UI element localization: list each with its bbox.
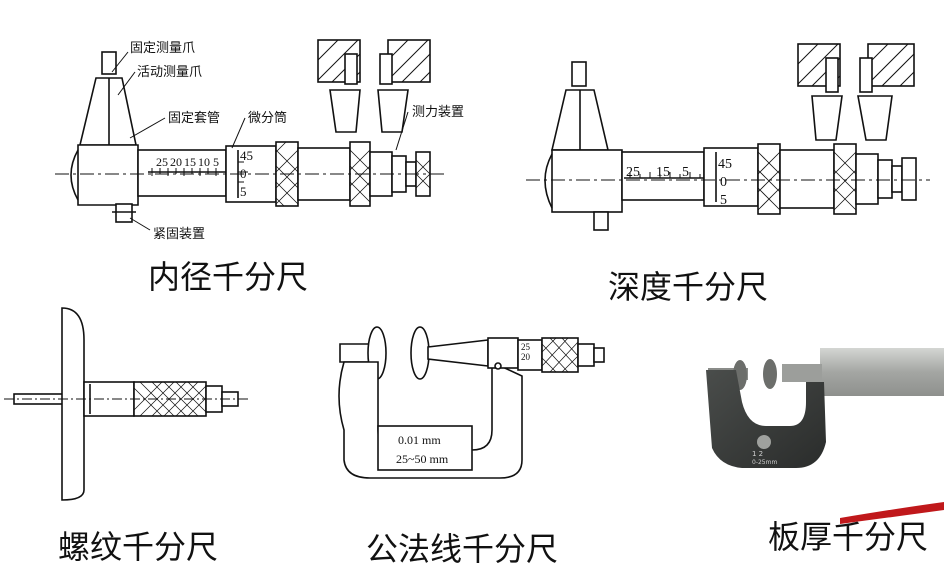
spec-plate [377, 425, 473, 471]
label-ratchet: 测力装置 [412, 105, 464, 120]
depth-micrometer-panel: 25 15 5 45 0 5 深度千分尺 [500, 0, 944, 310]
sheet-micrometer-photo: 1 2 0-25mm [706, 348, 944, 524]
thread-micrometer-panel: 螺纹千分尺 [0, 300, 290, 566]
scale-20: 20 [170, 155, 182, 169]
label-sleeve: 固定套管 [168, 110, 220, 126]
gear-micrometer-title: 公法线千分尺 [366, 530, 559, 568]
sleeve-scale: 25 20 15 10 5 [156, 155, 219, 169]
inner-micrometer-panel: 25 20 15 10 5 45 0 5 [0, 0, 500, 300]
red-swoosh [840, 502, 944, 524]
depth-scale-15: 15 [656, 165, 670, 180]
label-fixed-jaw: 固定测量爪 [130, 41, 195, 56]
depth-thimble [703, 147, 759, 207]
brand-line-2: 0-25mm [752, 459, 777, 466]
scale-15: 15 [184, 155, 196, 169]
inner-micrometer-diagram: 25 20 15 10 5 45 0 5 [55, 39, 464, 242]
gear-micrometer-panel: 25 20 0.01 mm 25~50 mm 公法线千分尺 [300, 300, 630, 568]
workpiece-fixture [317, 39, 431, 133]
depth-micrometer-diagram: 25 15 5 45 0 5 [526, 43, 930, 231]
depth-thimble-5: 5 [720, 193, 727, 208]
thimble-5: 5 [240, 184, 247, 199]
thread-micrometer-title: 螺纹千分尺 [58, 528, 219, 566]
gear-micrometer-diagram: 25 20 0.01 mm 25~50 mm [338, 326, 605, 479]
label-thimble: 微分筒 [248, 110, 287, 126]
workpiece-fixture-2 [797, 43, 915, 141]
sheet-micrometer-title: 板厚千分尺 [768, 518, 929, 556]
scale-25: 25 [156, 155, 168, 169]
scale-5: 5 [213, 155, 219, 169]
plate-resolution: 0.01 mm [398, 433, 441, 447]
label-lock: 紧固装置 [153, 227, 205, 242]
depth-thimble-0: 0 [720, 175, 727, 190]
label-movable-jaw: 活动测量爪 [137, 65, 202, 80]
depth-scale-5: 5 [682, 165, 689, 180]
depth-thimble-45: 45 [718, 157, 732, 172]
depth-micrometer-title: 深度千分尺 [608, 268, 769, 306]
thread-micrometer-diagram [4, 307, 250, 501]
scale-10: 10 [198, 155, 210, 169]
sheet-micrometer-panel: 1 2 0-25mm 板厚千分尺 [690, 330, 944, 558]
gear-thimble-25: 25 [521, 342, 531, 352]
inner-micrometer-title: 内径千分尺 [148, 258, 309, 296]
thimble-45: 45 [240, 148, 253, 163]
gear-thimble-20: 20 [521, 352, 531, 362]
spindle-sleeve [820, 348, 944, 396]
depth-scale-25: 25 [626, 165, 640, 180]
plate-range: 25~50 mm [396, 452, 449, 466]
brand-line-1: 1 2 [752, 450, 763, 458]
measuring-jaws [70, 51, 139, 223]
frame-body [706, 370, 826, 468]
